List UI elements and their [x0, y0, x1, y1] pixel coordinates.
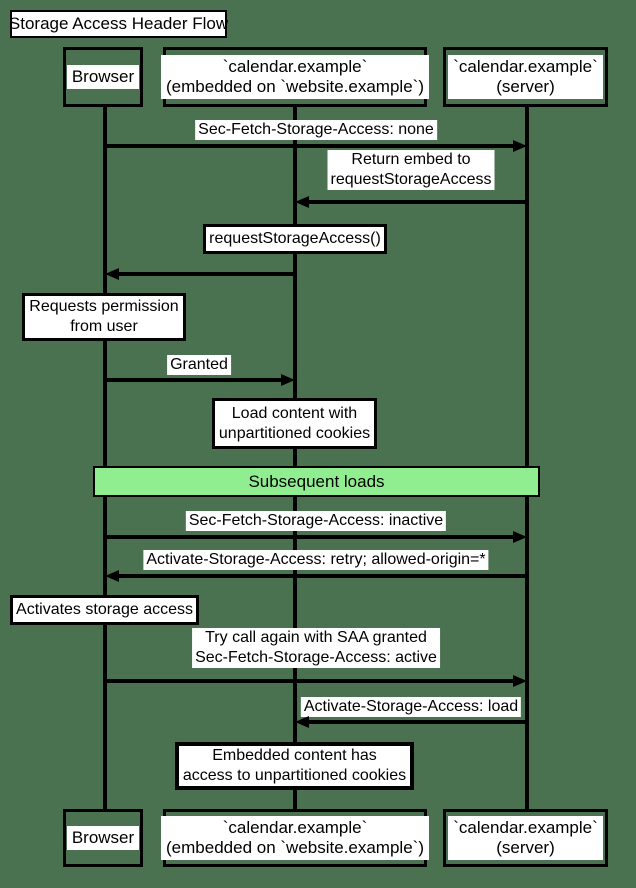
note-text: Activates storage access	[16, 601, 193, 618]
message-text: Try call again with SAA granted	[205, 629, 427, 646]
message-line	[105, 679, 515, 683]
note-text: requestStorageAccess()	[209, 230, 381, 247]
arrowhead-left-icon	[105, 268, 119, 280]
band-text: Subsequent loads	[248, 471, 385, 491]
arrowhead-left-icon	[105, 570, 119, 582]
participant-text: `calendar.example`	[453, 57, 598, 76]
message-text: requestStorageAccess	[330, 171, 492, 188]
participant-text: (embedded on `website.example`)	[166, 838, 424, 857]
message-line	[105, 535, 515, 539]
message-line	[307, 200, 527, 204]
participant-label: Browser	[66, 65, 140, 89]
arrowhead-left-icon	[295, 716, 309, 728]
participant-text: `calendar.example`	[453, 818, 598, 837]
note-embedded-access: Embedded content has access to unpartiti…	[175, 742, 414, 790]
message-line	[307, 720, 527, 724]
note-request-storage-access: requestStorageAccess()	[203, 224, 387, 254]
participant-label: `calendar.example` (server)	[448, 816, 603, 860]
arrowhead-right-icon	[513, 531, 527, 543]
participant-text: Browser	[71, 67, 135, 86]
message-label-asa-retry: Activate-Storage-Access: retry; allowed-…	[143, 550, 489, 570]
message-text: Activate-Storage-Access: retry; allowed-…	[146, 551, 486, 568]
message-text: Return embed to	[351, 151, 471, 168]
participant-text: `calendar.example`	[222, 57, 368, 76]
message-line	[105, 378, 283, 382]
participant-label: `calendar.example` (embedded on `website…	[161, 816, 429, 860]
message-label-try-again: Try call again with SAA granted Sec-Fetc…	[192, 628, 440, 668]
participant-bottom-server: `calendar.example` (server)	[443, 809, 608, 867]
participant-label: `calendar.example` (server)	[448, 55, 603, 99]
lifeline-server	[525, 107, 529, 809]
arrowhead-right-icon	[513, 675, 527, 687]
participant-bottom-embed: `calendar.example` (embedded on `website…	[161, 809, 429, 867]
message-label-sec-fetch-inactive: Sec-Fetch-Storage-Access: inactive	[185, 511, 447, 531]
diagram-title: Storage Access Header Flow	[8, 10, 229, 38]
note-text: Requests permission	[29, 298, 179, 315]
participant-text: (server)	[496, 838, 555, 857]
participant-text: `calendar.example`	[222, 818, 368, 837]
message-text: Activate-Storage-Access: load	[303, 698, 519, 715]
participant-text: (server)	[496, 77, 555, 96]
message-label-return-embed: Return embed to requestStorageAccess	[327, 150, 495, 190]
lifeline-embed	[293, 107, 297, 809]
participant-top-browser: Browser	[63, 47, 143, 107]
message-text: Sec-Fetch-Storage-Access: inactive	[188, 512, 444, 529]
message-line	[117, 272, 295, 276]
message-label-asa-load: Activate-Storage-Access: load	[300, 697, 522, 717]
message-line	[105, 144, 515, 148]
participant-label: Browser	[66, 826, 140, 850]
message-label-sec-fetch-none: Sec-Fetch-Storage-Access: none	[195, 120, 437, 140]
note-text: Load content with	[231, 404, 358, 422]
note-text: Embedded content has	[212, 747, 377, 764]
note-text: access to unpartitioned cookies	[182, 767, 407, 784]
message-line	[117, 574, 527, 578]
message-label-granted: Granted	[167, 355, 231, 375]
participant-top-embed: `calendar.example` (embedded on `website…	[161, 47, 429, 107]
arrowhead-right-icon	[281, 374, 295, 386]
note-text: from user	[70, 318, 138, 335]
note-load-content: Load content with unpartitioned cookies	[212, 398, 377, 449]
participant-top-server: `calendar.example` (server)	[443, 47, 608, 107]
participant-text: (embedded on `website.example`)	[166, 77, 424, 96]
note-text: unpartitioned cookies	[218, 424, 371, 442]
subsequent-loads-band: Subsequent loads	[93, 466, 540, 497]
message-text: Granted	[170, 356, 228, 373]
diagram-title-text: Storage Access Header Flow	[8, 14, 229, 33]
message-text: Sec-Fetch-Storage-Access: none	[198, 121, 434, 138]
participant-bottom-browser: Browser	[63, 809, 143, 867]
participant-label: `calendar.example` (embedded on `website…	[161, 55, 429, 99]
message-text: Sec-Fetch-Storage-Access: active	[195, 649, 437, 666]
arrowhead-right-icon	[513, 140, 527, 152]
participant-text: Browser	[71, 828, 135, 847]
note-activates-storage: Activates storage access	[10, 595, 199, 625]
lifeline-browser	[103, 107, 107, 809]
note-requests-permission: Requests permission from user	[22, 293, 186, 341]
arrowhead-left-icon	[295, 196, 309, 208]
